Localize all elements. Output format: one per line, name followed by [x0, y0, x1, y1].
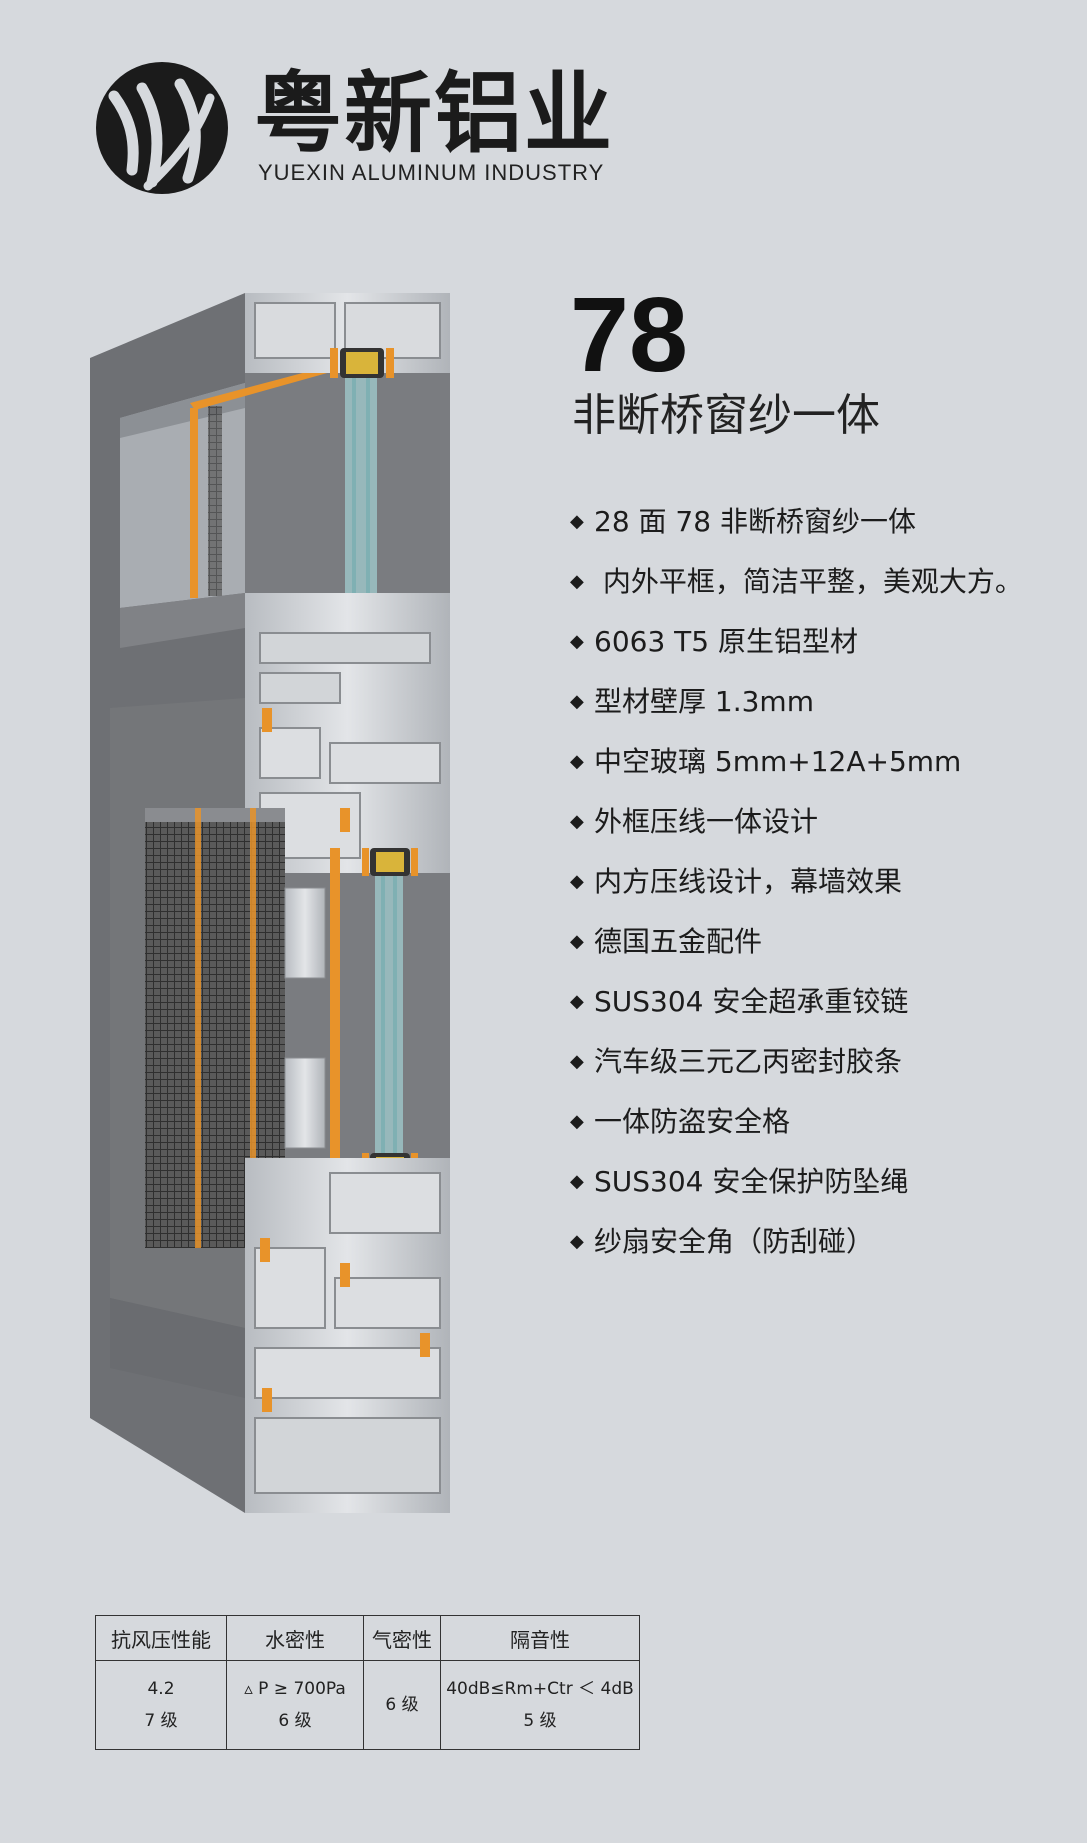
spec-cell-water: ▵ P ≥ 700Pa 6 级 — [226, 1660, 364, 1750]
brand-logo: 粤新铝业 YUEXIN ALUMINUM INDUSTRY — [92, 58, 692, 198]
diamond-bullet-icon: ◆ — [570, 1171, 584, 1192]
diamond-bullet-icon: ◆ — [570, 1051, 584, 1072]
feature-item: ◆28 面 78 非断桥窗纱一体 — [570, 502, 1023, 562]
feature-item: ◆6063 T5 原生铝型材 — [570, 622, 1023, 682]
yx-logo-icon — [96, 62, 228, 194]
brand-name-cn: 粤新铝业 — [254, 62, 615, 165]
feature-item: ◆一体防盗安全格 — [570, 1102, 1023, 1162]
product-name: 非断桥窗纱一体 — [572, 390, 880, 441]
performance-spec-table: 抗风压性能 水密性 气密性 隔音性 4.2 7 级 ▵ P ≥ 700Pa 6 … — [95, 1615, 640, 1750]
feature-item: ◆内方压线设计，幕墙效果 — [570, 862, 1023, 922]
diamond-bullet-icon: ◆ — [570, 871, 584, 892]
spec-cell-sound: 40dB≤Rm+Ctr ＜ 4dB 5 级 — [440, 1660, 640, 1750]
spec-cell-wind: 4.2 7 级 — [95, 1660, 227, 1750]
spec-header-air: 气密性 — [363, 1615, 441, 1661]
feature-item: ◆SUS304 安全保护防坠绳 — [570, 1162, 1023, 1222]
feature-item: ◆汽车级三元乙丙密封胶条 — [570, 1042, 1023, 1102]
feature-item: ◆外框压线一体设计 — [570, 802, 1023, 862]
diamond-bullet-icon: ◆ — [570, 751, 584, 772]
diamond-bullet-icon: ◆ — [570, 931, 584, 952]
feature-item: ◆型材壁厚 1.3mm — [570, 682, 1023, 742]
feature-item: ◆纱扇安全角（防刮碰） — [570, 1222, 1023, 1282]
feature-item: ◆ 内外平框，简洁平整，美观大方。 — [570, 562, 1023, 622]
spec-cell-air: 6 级 — [363, 1660, 441, 1750]
diamond-bullet-icon: ◆ — [570, 811, 584, 832]
spec-header-water: 水密性 — [226, 1615, 364, 1661]
product-model: 78 — [570, 276, 688, 394]
diamond-bullet-icon: ◆ — [570, 631, 584, 652]
feature-item: ◆中空玻璃 5mm+12A+5mm — [570, 742, 1023, 802]
spec-header-wind: 抗风压性能 — [95, 1615, 227, 1661]
brand-name-en: YUEXIN ALUMINUM INDUSTRY — [258, 160, 605, 185]
diamond-bullet-icon: ◆ — [570, 1111, 584, 1132]
feature-item: ◆SUS304 安全超承重铰链 — [570, 982, 1023, 1042]
diamond-bullet-icon: ◆ — [570, 991, 584, 1012]
diamond-bullet-icon: ◆ — [570, 1231, 584, 1252]
diamond-bullet-icon: ◆ — [570, 691, 584, 712]
feature-item: ◆德国五金配件 — [570, 922, 1023, 982]
window-profile-illustration — [90, 293, 450, 1513]
spec-header-sound: 隔音性 — [440, 1615, 640, 1661]
feature-list: ◆28 面 78 非断桥窗纱一体 ◆ 内外平框，简洁平整，美观大方。 ◆6063… — [570, 502, 1023, 1282]
diamond-bullet-icon: ◆ — [570, 511, 584, 532]
diamond-bullet-icon: ◆ — [570, 571, 584, 592]
